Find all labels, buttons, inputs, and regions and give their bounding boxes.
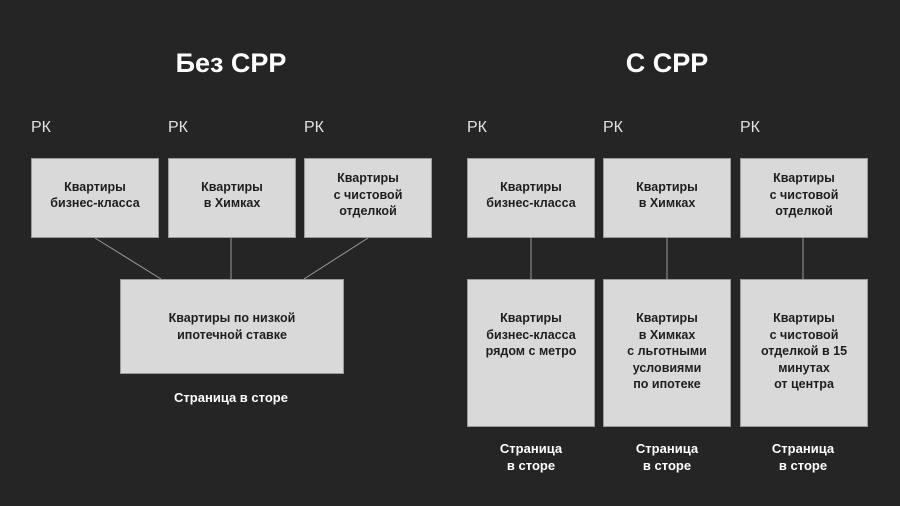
- store-page-box: Квартиры по низкой ипотечной ставке: [120, 279, 344, 374]
- campaign-box: Квартиры в Химках: [168, 158, 296, 238]
- left-title: Без CPP: [175, 48, 287, 78]
- connector-line: [94, 237, 162, 280]
- connector-line: [303, 237, 369, 280]
- rk-label: РК: [740, 119, 760, 136]
- rk-label: РК: [467, 119, 487, 136]
- campaign-box: Квартиры бизнес-класса: [31, 158, 159, 238]
- campaign-box: Квартиры с чистовой отделкой: [304, 158, 432, 238]
- store-page-box: Квартиры с чистовой отделкой в 15 минута…: [740, 279, 868, 427]
- rk-label: РК: [31, 119, 51, 136]
- store-page-caption: Страница в сторе: [174, 390, 288, 405]
- store-page-box: Квартиры бизнес-класса рядом с метро: [467, 279, 595, 427]
- store-page-caption: Страница в сторе: [771, 441, 835, 473]
- campaign-box: Квартиры в Химках: [603, 158, 731, 238]
- rk-label: РК: [603, 119, 623, 136]
- right-title: С CPP: [625, 48, 709, 78]
- campaign-box: Квартиры с чистовой отделкой: [740, 158, 868, 238]
- store-page-box: Квартиры в Химках с льготными условиями …: [603, 279, 731, 427]
- store-page-caption: Страница в сторе: [635, 441, 699, 473]
- rk-label: РК: [304, 119, 324, 136]
- store-page-caption: Страница в сторе: [499, 441, 563, 473]
- rk-label: РК: [168, 119, 188, 136]
- campaign-box: Квартиры бизнес-класса: [467, 158, 595, 238]
